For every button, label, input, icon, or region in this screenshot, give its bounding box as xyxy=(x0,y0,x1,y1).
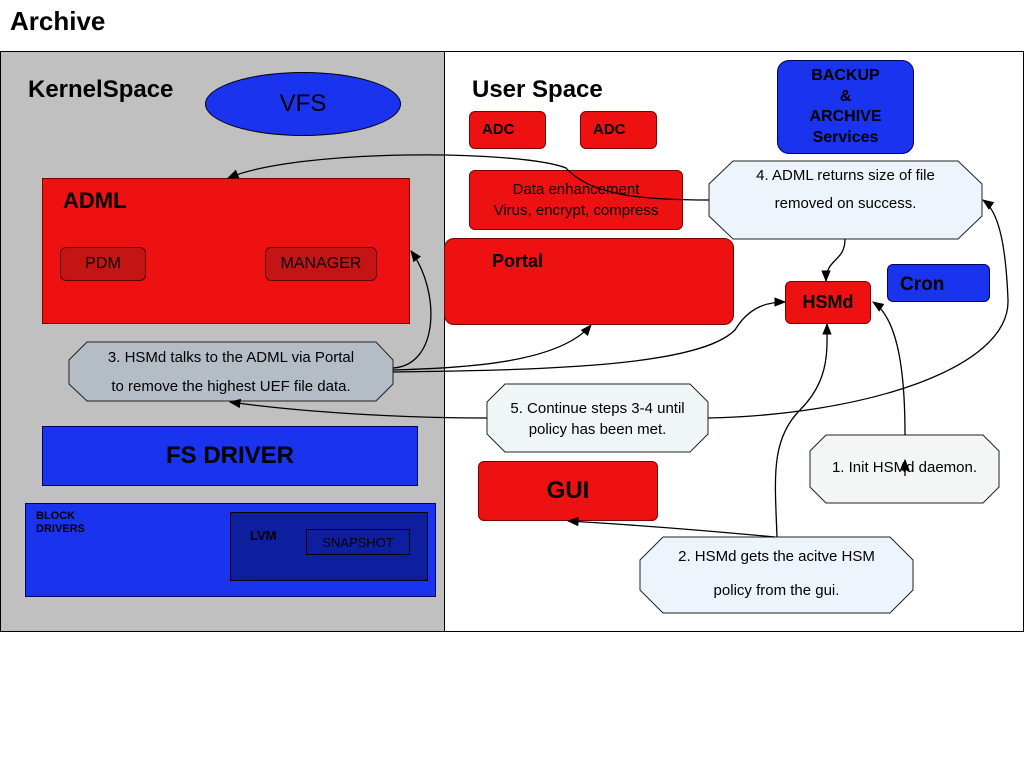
step4-line2: removed on success. xyxy=(774,195,917,212)
fs-driver-box[interactable]: FS DRIVER xyxy=(42,426,418,486)
adc-box-2[interactable]: ADC xyxy=(580,111,657,149)
user-space-heading: User Space xyxy=(472,76,603,103)
kernel-space-heading: KernelSpace xyxy=(28,76,174,103)
adml-box[interactable]: ADML PDM MANAGER xyxy=(42,178,410,324)
step3-note: 3. HSMd talks to the ADML via Portal to … xyxy=(69,342,393,401)
manager-label: MANAGER xyxy=(280,255,362,272)
block-drivers-line2: DRIVERS xyxy=(36,523,85,535)
step1-line1: 1. Init HSMd daemon. xyxy=(831,459,978,476)
block-drivers-box[interactable]: BLOCK DRIVERS LVM SNAPSHOT xyxy=(25,503,436,597)
pdm-box[interactable]: PDM xyxy=(60,247,146,281)
step4-note: 4. ADML returns size of file removed on … xyxy=(709,161,982,218)
backup-line1: BACKUP xyxy=(811,67,880,84)
step3-note-shape xyxy=(68,341,394,402)
step4-line1: 4. ADML returns size of file xyxy=(756,167,935,184)
portal-label: Portal xyxy=(492,251,544,271)
adc-label-1: ADC xyxy=(482,121,515,138)
step3-line2: to remove the highest UEF file data. xyxy=(111,378,351,395)
lvm-label: LVM xyxy=(250,528,277,543)
backup-archive-services-label: BACKUP & ARCHIVE Services xyxy=(809,66,881,148)
snapshot-label: SNAPSHOT xyxy=(322,534,394,550)
vfs-label: VFS xyxy=(279,90,327,117)
step3-line1: 3. HSMd talks to the ADML via Portal xyxy=(107,349,355,366)
gui-label: GUI xyxy=(546,477,590,504)
data-enhancement-line2: Virus, encrypt, compress xyxy=(493,202,659,219)
lvm-box[interactable]: LVM SNAPSHOT xyxy=(230,512,428,581)
step2-note: 2. HSMd gets the acitve HSM policy from … xyxy=(640,537,913,608)
manager-box[interactable]: MANAGER xyxy=(265,247,377,281)
snapshot-box[interactable]: SNAPSHOT xyxy=(306,529,410,555)
step2-line1: 2. HSMd gets the acitve HSM xyxy=(678,548,875,565)
backup-line4: Services xyxy=(812,128,879,146)
backup-archive-services-box[interactable]: BACKUP & ARCHIVE Services xyxy=(777,60,914,154)
backup-line2: & xyxy=(839,87,852,105)
page-title: Archive xyxy=(10,6,106,36)
adml-label: ADML xyxy=(63,188,127,213)
pdm-label: PDM xyxy=(85,255,121,272)
step5-line2: policy has been met. xyxy=(528,421,667,438)
step5-line1: 5. Continue steps 3-4 until xyxy=(510,400,685,417)
step5-note: 5. Continue steps 3-4 until policy has b… xyxy=(487,398,708,440)
vfs-node[interactable]: VFS xyxy=(205,72,401,136)
fs-driver-label: FS DRIVER xyxy=(165,442,294,469)
backup-line3: ARCHIVE xyxy=(809,108,882,125)
block-drivers-line1: BLOCK xyxy=(36,510,76,522)
block-drivers-label: BLOCK DRIVERS xyxy=(36,510,85,536)
adc-label-2: ADC xyxy=(593,121,626,138)
step2-line2: policy from the gui. xyxy=(713,582,840,599)
step1-note: 1. Init HSMd daemon. xyxy=(810,457,999,479)
step2-note-shape xyxy=(639,536,914,614)
adc-box-1[interactable]: ADC xyxy=(469,111,546,149)
